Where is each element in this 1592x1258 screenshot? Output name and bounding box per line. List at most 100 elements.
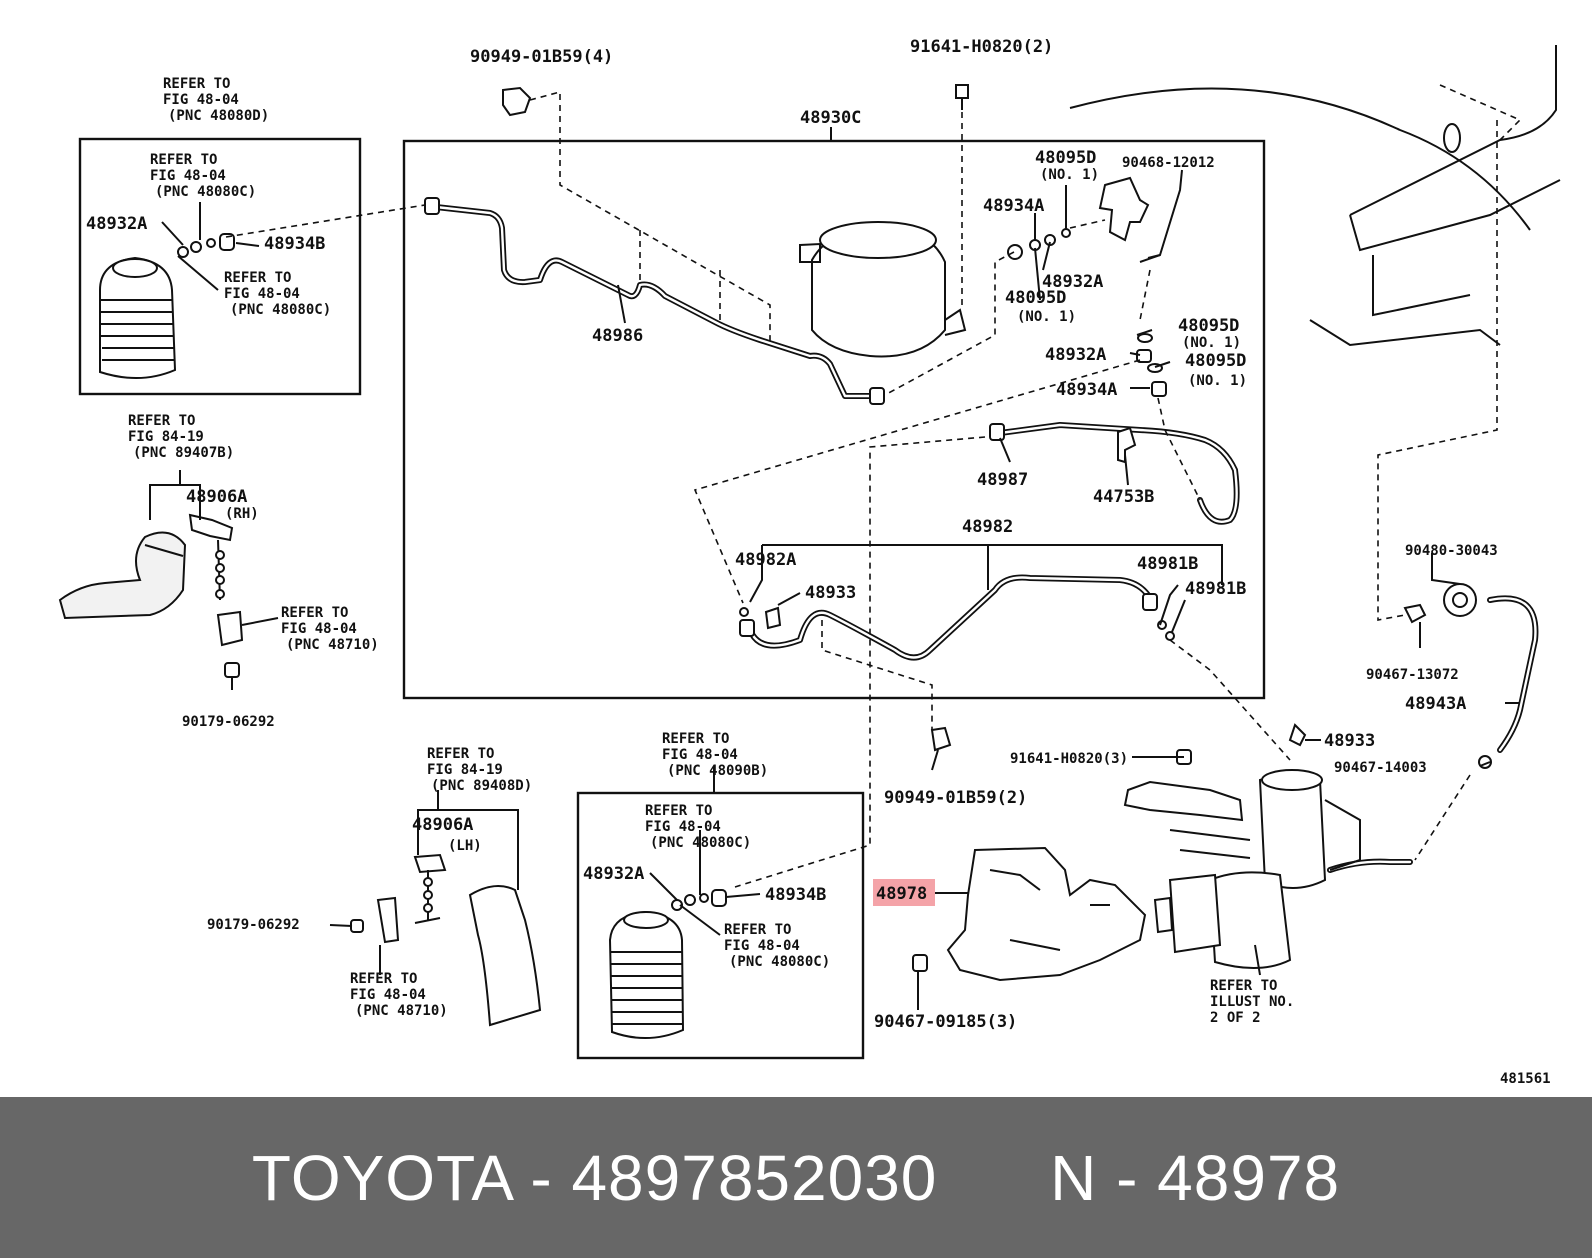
label-fig: FIG 48-04 — [224, 286, 300, 302]
label-fig: FIG 48-04 — [724, 938, 800, 954]
label-rh: (RH) — [225, 506, 259, 522]
label-refer-to: REFER TO — [281, 605, 348, 621]
assembly-box-48930c — [402, 139, 1266, 700]
separator: - — [511, 1141, 572, 1214]
separator: - — [1097, 1141, 1158, 1214]
label-48932a: 48932A — [583, 864, 644, 884]
label-48932a: 48932A — [1042, 272, 1103, 292]
footer-part-text: TOYOTA - 4897852030 N - 48978 — [252, 1141, 1340, 1215]
protector-part-48978 — [912, 846, 1147, 982]
label-refer-to: REFER TO — [724, 922, 791, 938]
label-48981b: 48981B — [1185, 579, 1246, 599]
label-48943a: 48943A — [1405, 694, 1466, 714]
label-refer-to: REFER TO — [128, 413, 195, 429]
label-90179-06292: 90179-06292 — [207, 917, 300, 933]
label-2-of-2: 2 OF 2 — [1210, 1010, 1261, 1026]
label-48933: 48933 — [1324, 731, 1375, 751]
label-90949-01b59-4: 90949-01B59(4) — [470, 47, 613, 67]
label-48982: 48982 — [962, 517, 1013, 537]
label-44753b: 44753B — [1093, 487, 1154, 507]
leader-lines — [149, 127, 1520, 1010]
height-sensor-lh — [350, 853, 542, 1027]
label-91641-h0820-2: 91641-H0820(2) — [910, 37, 1053, 57]
label-fig: FIG 48-04 — [163, 92, 239, 108]
label-90467-09185-3: 90467-09185(3) — [874, 1012, 1017, 1032]
label-refer-to: REFER TO — [427, 746, 494, 762]
label-48933: 48933 — [805, 583, 856, 603]
label-48932a: 48932A — [1045, 345, 1106, 365]
label-refer-to: REFER TO — [645, 803, 712, 819]
label-no-1: (NO. 1) — [1040, 167, 1099, 183]
label-48095d: 48095D — [1178, 316, 1239, 336]
label-90179-06292: 90179-06292 — [182, 714, 275, 730]
footer-banner: TOYOTA - 4897852030 N - 48978 — [0, 1097, 1592, 1258]
label-90949-01b59-2: 90949-01B59(2) — [884, 788, 1027, 808]
label-91641-h0820-3: 91641-H0820(3) — [1010, 751, 1128, 767]
label-48982a: 48982A — [735, 550, 796, 570]
vehicle-body-outline — [1069, 45, 1561, 347]
label-pnc: (PNC 89407B) — [133, 445, 234, 461]
label-48986: 48986 — [592, 326, 643, 346]
label-48932a: 48932A — [86, 214, 147, 234]
label-48978: 48978 — [876, 884, 927, 904]
label-illust-no: ILLUST NO. — [1210, 994, 1294, 1010]
fittings-right-stack — [1117, 333, 1167, 464]
label-fig: FIG 48-04 — [150, 168, 226, 184]
label-lh: (LH) — [448, 838, 482, 854]
label-pnc: (PNC 48090B) — [667, 763, 768, 779]
label-pnc: (PNC 48710) — [286, 637, 379, 653]
label-no-1: (NO. 1) — [1182, 335, 1241, 351]
label-48934b: 48934B — [765, 885, 826, 905]
label-fig: FIG 48-04 — [662, 747, 738, 763]
label-48095d: 48095D — [1035, 148, 1096, 168]
compressor-assembly — [1123, 723, 1492, 970]
air-tank-part — [799, 221, 967, 358]
brand-name: TOYOTA — [251, 1141, 512, 1214]
dashed-reference-lines — [225, 90, 1498, 888]
label-refer-to: REFER TO — [224, 270, 291, 286]
label-refer-to: REFER TO — [1210, 978, 1277, 994]
label-fig: FIG 48-04 — [350, 987, 426, 1003]
label-fig: FIG 48-04 — [281, 621, 357, 637]
pipe-48986 — [424, 197, 885, 405]
label-pnc: (PNC 48710) — [355, 1003, 448, 1019]
label-48934a: 48934A — [983, 196, 1044, 216]
label-refer-to: REFER TO — [150, 152, 217, 168]
label-90480-30043: 90480-30043 — [1405, 543, 1498, 559]
height-sensor-rh — [58, 513, 244, 678]
grommet-90480 — [1403, 583, 1477, 624]
inset-box-bottom-center — [576, 791, 865, 1060]
inset-box-top-left — [78, 137, 362, 396]
label-pnc: (PNC 48080C) — [155, 184, 256, 200]
pipe-48987 — [989, 422, 1240, 525]
part-number: 4897852030 — [571, 1141, 938, 1214]
shock-boot-part-2 — [608, 889, 727, 1040]
label-pnc: (PNC 48080C) — [230, 302, 331, 318]
label-48906a: 48906A — [412, 815, 473, 835]
label-48930c: 48930C — [800, 108, 861, 128]
pipe-48982 — [739, 574, 1158, 661]
label-pnc: (PNC 48080D) — [168, 108, 269, 124]
label-48095d: 48095D — [1185, 351, 1246, 371]
label-48934b: 48934B — [264, 234, 325, 254]
label-no-1: (NO. 1) — [1017, 309, 1076, 325]
label-fig: FIG 84-19 — [128, 429, 204, 445]
label-pnc: (PNC 48080C) — [729, 954, 830, 970]
label-90467-13072: 90467-13072 — [1366, 667, 1459, 683]
label-48095d: 48095D — [1005, 288, 1066, 308]
label-pnc: (PNC 89408D) — [431, 778, 532, 794]
label-90468-12012: 90468-12012 — [1122, 155, 1215, 171]
label-48987: 48987 — [977, 470, 1028, 490]
label-refer-to: REFER TO — [163, 76, 230, 92]
label-pnc: (PNC 48080C) — [650, 835, 751, 851]
top-fasteners — [502, 84, 969, 752]
exploded-parts-diagram: 90949-01B59(4) 91641-H0820(2) 48930C REF… — [58, 37, 1561, 1087]
spacer — [937, 1142, 1050, 1214]
diagram-part-code: 48978 — [1157, 1141, 1341, 1214]
label-fig: FIG 48-04 — [645, 819, 721, 835]
label-no-1: (NO. 1) — [1188, 373, 1247, 389]
highlight-box-48978 — [873, 879, 935, 906]
diagram-id: 481561 — [1500, 1071, 1551, 1087]
label-refer-to: REFER TO — [662, 731, 729, 747]
